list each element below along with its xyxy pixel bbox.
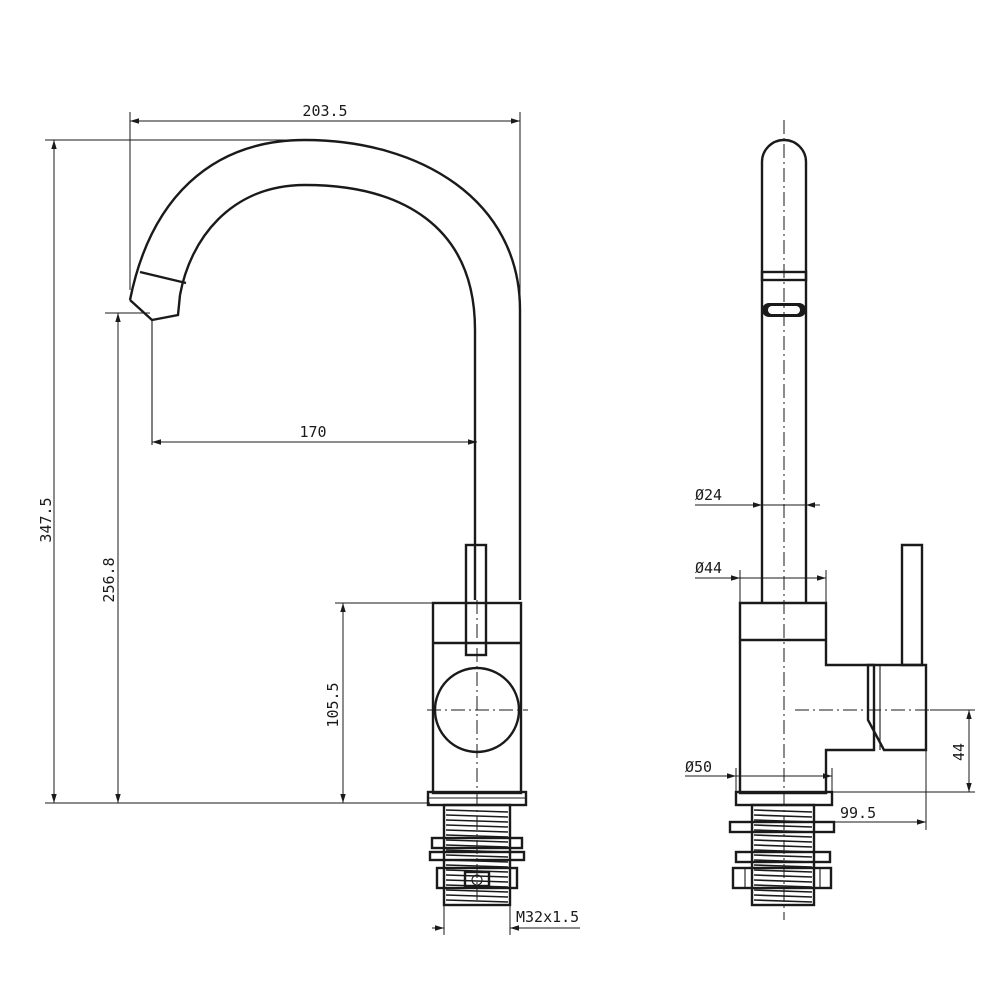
thread-line [753,874,813,878]
front-spout [128,138,522,600]
side-handle-lever [866,543,928,752]
front-handle-lever [464,543,488,657]
thread-line [753,809,813,813]
thread-line [445,839,509,843]
dim-body-top-diameter: Ø44 [695,559,827,603]
dim-body-height: 105.5 [324,602,433,803]
thread-line [445,809,509,813]
thread-line [445,834,509,838]
thread-line [753,869,813,873]
dim-handle-projection: 99.5 [784,750,927,830]
thread-line [445,874,509,878]
thread-line [753,814,813,818]
dim-handle-height: 44 [832,709,975,793]
dim-thread-label: M32x1.5 [516,908,579,926]
thread-line [753,864,813,868]
thread-line [445,894,509,898]
thread-line [445,864,509,868]
thread-line [753,879,813,883]
front-view: 203.5 347.5 256.8 170 105.5 [37,102,580,935]
thread-line [445,829,509,833]
thread-line [445,814,509,818]
front-thread [428,803,526,907]
thread-line [445,899,509,903]
dim-spout-diameter: Ø24 [695,486,820,508]
dim-body-top-diameter-label: Ø44 [695,559,722,577]
thread-line [445,819,509,823]
dim-overall-height-label: 347.5 [37,497,55,542]
thread-line [445,824,509,828]
dim-spout-outlet-height-label: 256.8 [100,557,118,602]
dim-overall-height: 347.5 [37,139,430,804]
dim-body-height-label: 105.5 [324,682,342,727]
thread-line [445,879,509,883]
thread-line [753,889,813,893]
dim-thread: M32x1.5 [432,905,580,935]
dim-handle-projection-label: 99.5 [840,804,876,822]
thread-line [753,834,813,838]
dim-base-diameter-label: Ø50 [685,758,712,776]
dim-spout-outlet-height: 256.8 [100,312,150,803]
thread-line [753,844,813,848]
thread-line [753,839,813,843]
dim-spout-diameter-label: Ø24 [695,486,722,504]
dim-handle-height-label: 44 [950,743,968,761]
dim-overall-width: 203.5 [129,102,521,600]
thread-line [445,844,509,848]
thread-line [753,894,813,898]
dim-base-diameter: Ø50 [685,758,833,792]
side-view: Ø24 Ø44 Ø50 44 99.5 [685,120,975,920]
dim-overall-width-label: 203.5 [302,102,347,120]
thread-line [753,884,813,888]
front-body [427,600,528,900]
side-spout [760,120,808,920]
thread-line [753,899,813,903]
thread-line [445,854,509,858]
thread-line [753,824,813,828]
dim-spout-reach-label: 170 [299,423,326,441]
thread-line [753,854,813,858]
side-thread [728,803,836,907]
thread-line [445,889,509,893]
dim-spout-reach: 170 [152,423,477,445]
